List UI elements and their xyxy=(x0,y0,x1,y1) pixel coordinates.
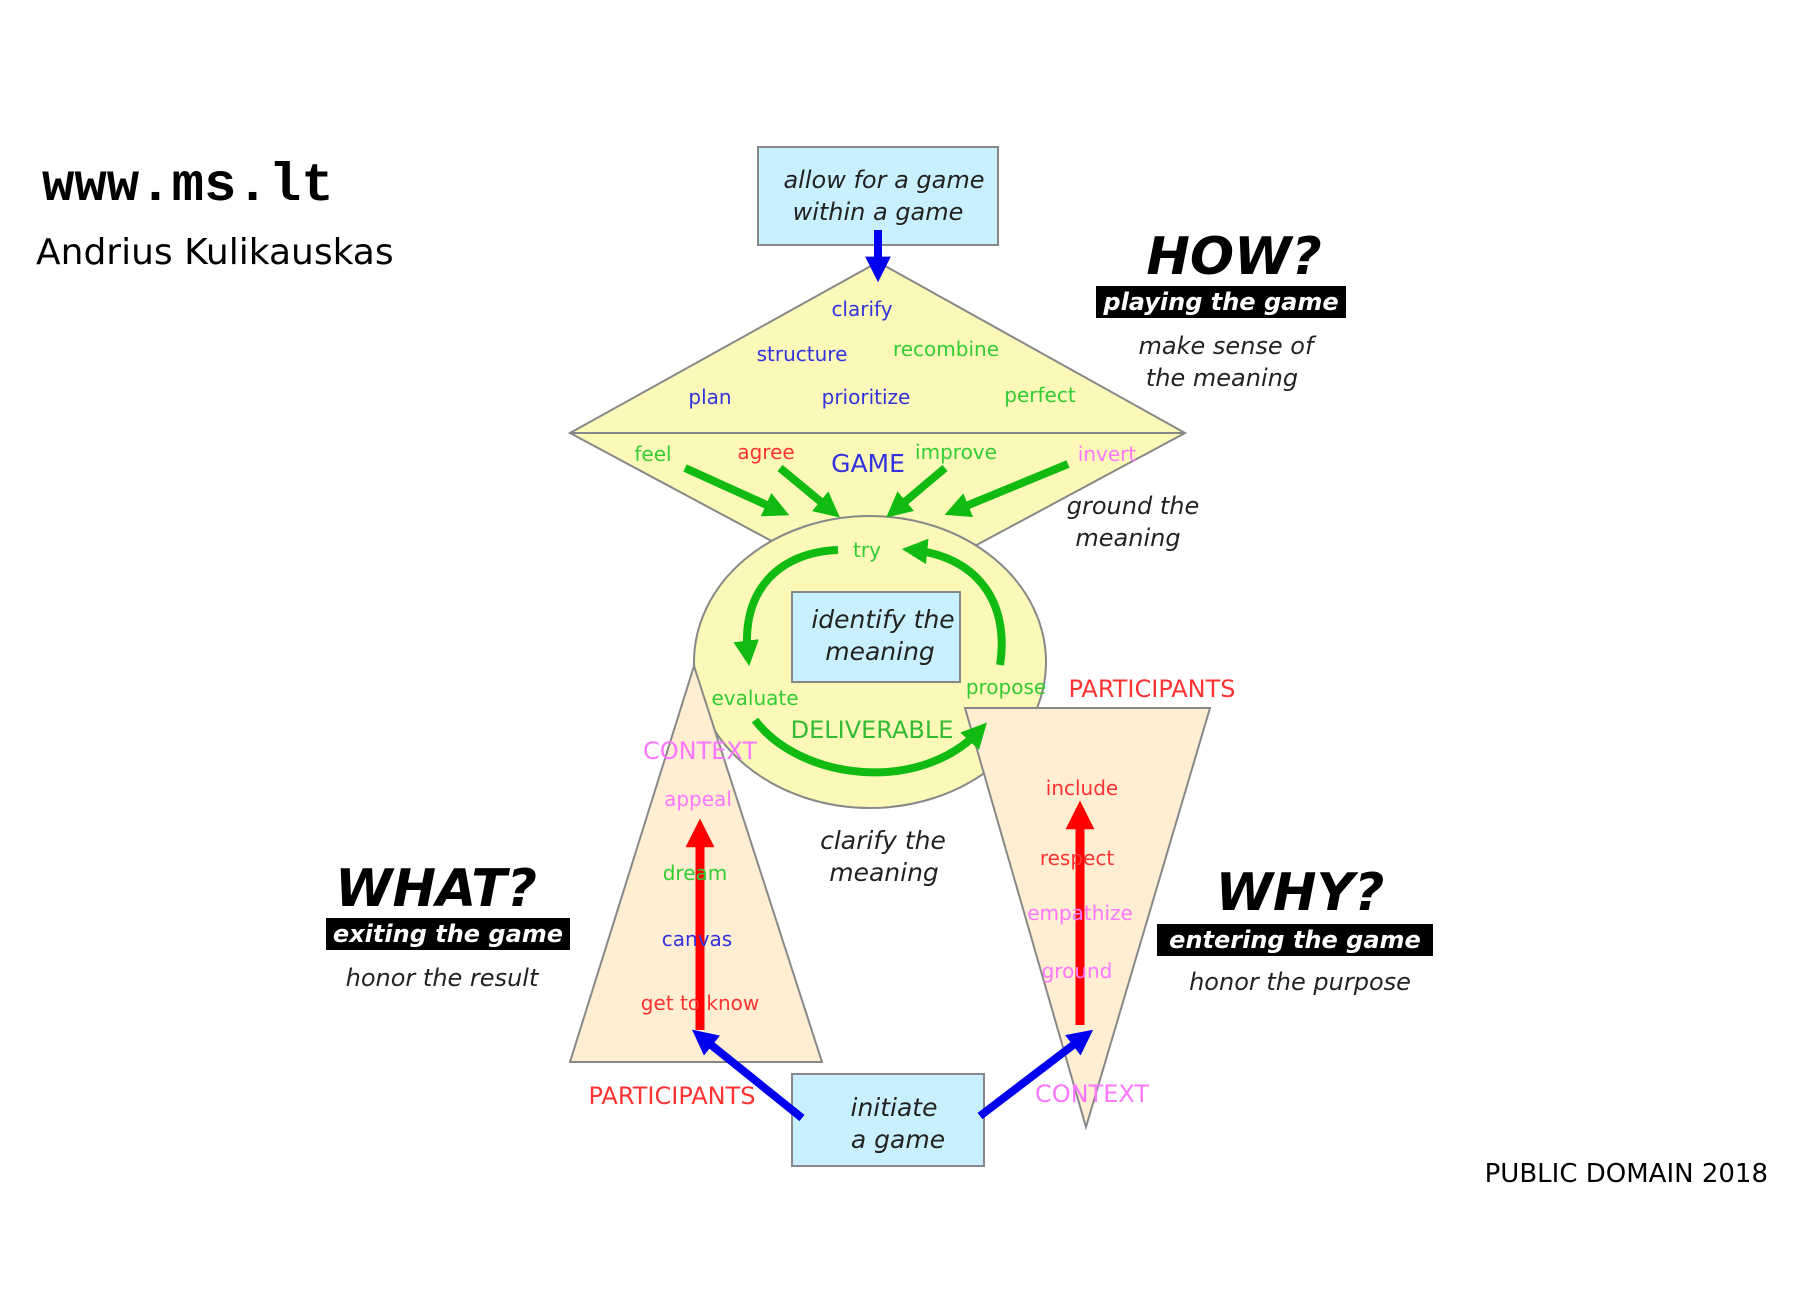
word-dream: dream xyxy=(663,861,728,885)
right-participants-label: PARTICIPANTS xyxy=(1068,675,1235,703)
word-feel: feel xyxy=(634,442,671,466)
word-structure: structure xyxy=(757,342,848,366)
word-recombine: recombine xyxy=(893,337,999,361)
bottom-box-line-1: initiate xyxy=(851,1093,938,1122)
word-empathize: empathize xyxy=(1027,901,1133,925)
word-include: include xyxy=(1046,776,1118,800)
word-prioritize: prioritize xyxy=(822,385,911,409)
game-label: GAME xyxy=(831,449,905,478)
word-try: try xyxy=(853,538,881,562)
author-name: Andrius Kulikauskas xyxy=(36,232,394,273)
why-title: WHY? xyxy=(1216,863,1385,923)
why-banner-bg xyxy=(1157,924,1433,956)
license-text: PUBLIC DOMAIN 2018 xyxy=(1485,1159,1768,1189)
center-box xyxy=(791,591,961,683)
cycle-arrow-left xyxy=(733,546,839,667)
word-get-to-know: get to know xyxy=(641,991,760,1015)
center-box-line-1: identify the xyxy=(811,605,954,634)
ground-meaning-line-1: ground the xyxy=(1067,492,1199,520)
deliverable-label: DELIVERABLE xyxy=(791,716,954,744)
word-clarify: clarify xyxy=(831,297,892,321)
top-box xyxy=(757,146,999,246)
right-context-label: CONTEXT xyxy=(1035,1080,1149,1108)
left-participants-label: PARTICIPANTS xyxy=(588,1082,755,1110)
what-banner: exiting the game xyxy=(333,920,563,948)
why-banner: entering the game xyxy=(1169,926,1421,954)
what-banner-bg xyxy=(326,918,570,950)
word-agree: agree xyxy=(737,440,794,464)
word-appeal: appeal xyxy=(664,787,732,811)
word-ground: ground xyxy=(1042,959,1113,983)
word-invert: invert xyxy=(1078,442,1137,466)
cycle-arrow-bottom xyxy=(751,717,987,777)
how-banner: playing the game xyxy=(1102,288,1338,316)
center-box-line-2: meaning xyxy=(825,637,935,666)
arrow-agree xyxy=(777,464,840,518)
arrow-invert xyxy=(944,460,1070,517)
word-perfect: perfect xyxy=(1004,383,1076,407)
word-evaluate: evaluate xyxy=(711,686,798,710)
bottom-box xyxy=(791,1073,985,1167)
arrow-feel xyxy=(683,464,790,517)
arrow-bottom-left xyxy=(692,1029,805,1122)
ground-meaning-line-2: meaning xyxy=(1075,524,1180,552)
how-note-line-2: the meaning xyxy=(1146,364,1298,392)
clarify-meaning-line-1: clarify the xyxy=(820,826,946,855)
arrow-bottom-right xyxy=(977,1029,1094,1120)
word-plan: plan xyxy=(688,385,731,409)
how-banner-bg xyxy=(1096,286,1346,318)
word-respect: respect xyxy=(1040,846,1115,870)
word-improve: improve xyxy=(915,440,997,464)
word-propose: propose xyxy=(966,675,1046,699)
what-title: WHAT? xyxy=(335,859,537,919)
bottom-box-line-2: a game xyxy=(851,1125,945,1154)
clarify-meaning-line-2: meaning xyxy=(829,858,939,887)
why-note: honor the purpose xyxy=(1189,968,1411,996)
site-url: www.ms.lt xyxy=(42,156,334,217)
how-title: HOW? xyxy=(1146,227,1321,287)
top-box-line-1: allow for a game xyxy=(783,166,984,194)
left-context-label: CONTEXT xyxy=(643,737,757,765)
cycle-arrow-right xyxy=(901,538,1006,666)
arrow-improve xyxy=(886,464,948,518)
top-box-line-2: within a game xyxy=(793,198,964,226)
right-triangle xyxy=(963,707,1212,1131)
word-canvas: canvas xyxy=(662,927,732,951)
how-note-line-1: make sense of xyxy=(1139,332,1317,360)
what-note: honor the result xyxy=(346,964,540,992)
